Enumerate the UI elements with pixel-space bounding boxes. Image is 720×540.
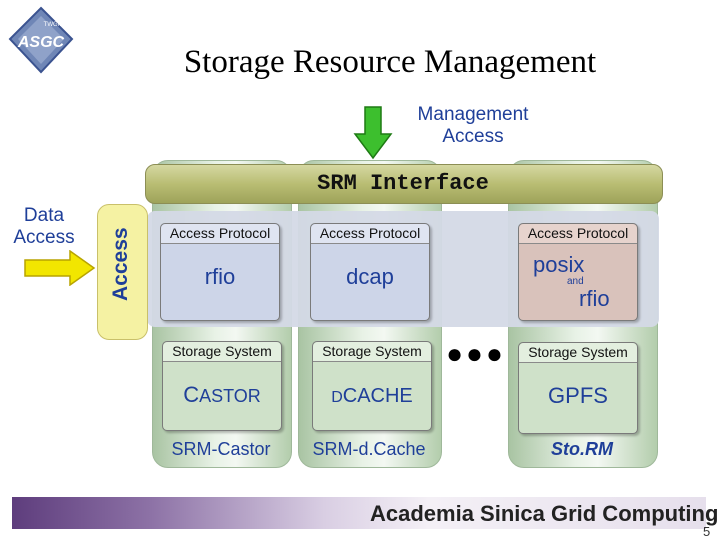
storage-system-name: CASTOR: [163, 382, 281, 408]
data-access-arrow-icon: [24, 250, 96, 286]
implementation-label: Sto.RM: [551, 439, 613, 459]
access-protocol-box-storm: Access Protocol posix and rfio: [518, 223, 638, 321]
management-access-line1: Management: [417, 104, 529, 125]
management-access-line2: Access: [442, 126, 504, 147]
storage-system-name: DCACHE: [313, 382, 431, 408]
protocol-name: rfio: [204, 264, 236, 289]
storage-system-label: Storage System: [519, 343, 637, 363]
footer-band: [12, 497, 706, 529]
storage-name-rest: CACHE: [342, 385, 413, 407]
storage-name-rest: ASTOR: [199, 386, 261, 406]
footer-text: Academia Sinica Grid Computing: [370, 501, 719, 526]
storage-name-first: D: [331, 389, 343, 406]
logo-small-text: TWGrid: [44, 22, 65, 28]
access-bar: [97, 204, 148, 340]
logo-text: ASGC: [17, 34, 65, 51]
access-protocol-box-castor: Access Protocol rfio: [160, 223, 280, 321]
protocol-name-line1: posix: [533, 252, 585, 277]
access-protocol-label: Access Protocol: [519, 224, 637, 244]
protocol-and: and: [567, 276, 584, 287]
implementation-label: SRM-Castor: [171, 439, 271, 459]
srm-interface-label: SRM Interface: [317, 171, 489, 196]
access-bar-label: Access: [109, 227, 132, 301]
storage-system-name: GPFS: [548, 383, 608, 408]
data-access-label: Data Access: [6, 205, 82, 249]
storage-system-label: Storage System: [313, 342, 431, 362]
storage-system-box-dcache: Storage System DCACHE: [312, 341, 432, 431]
storage-system-box-storm: Storage System GPFS: [518, 342, 638, 434]
access-protocol-label: Access Protocol: [311, 224, 429, 244]
storage-system-box-castor: Storage System CASTOR: [162, 341, 282, 431]
storage-name-first: C: [183, 382, 200, 407]
page-number: 5: [703, 524, 711, 539]
access-protocol-label: Access Protocol: [161, 224, 279, 244]
access-protocol-box-dcache: Access Protocol dcap: [310, 223, 430, 321]
srm-interface-bar: [145, 164, 663, 204]
slide-title: Storage Resource Management: [183, 44, 597, 80]
storage-system-label: Storage System: [163, 342, 281, 362]
management-access-label: Management Access: [398, 104, 548, 148]
data-access-line2: Access: [13, 227, 75, 248]
asgc-logo: ASGC TWGrid: [8, 6, 74, 74]
data-access-line1: Data: [23, 205, 65, 226]
management-access-arrow-icon: [353, 106, 393, 160]
ellipsis-dots: ●●●: [446, 338, 506, 369]
implementation-label: SRM-d.Cache: [312, 439, 426, 459]
protocol-name: dcap: [346, 264, 394, 289]
protocol-name-line2: rfio: [579, 286, 610, 311]
